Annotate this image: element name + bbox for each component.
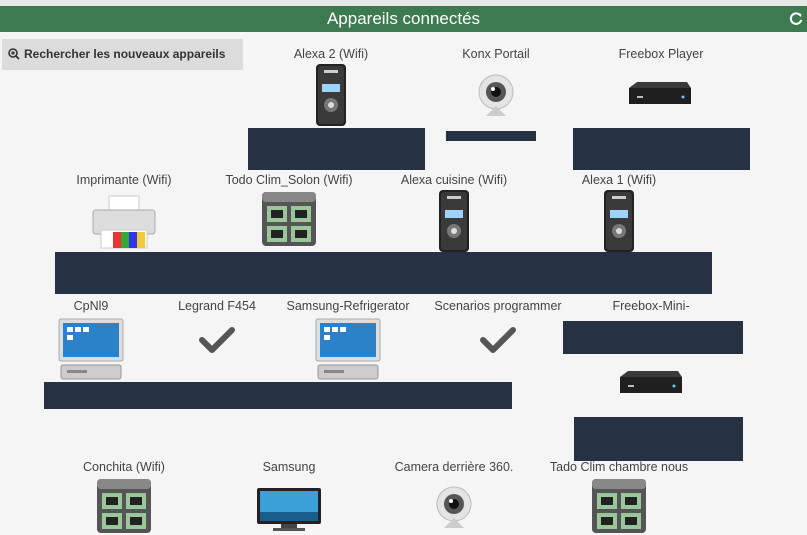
checkmark-icon[interactable]: [199, 325, 235, 355]
device-label[interactable]: Alexa cuisine (Wifi): [400, 173, 508, 187]
page-title: Appareils connectés: [326, 9, 481, 28]
device-label[interactable]: Alexa 2 (Wifi): [293, 47, 369, 61]
device-label[interactable]: Tado Clim chambre nous: [549, 460, 689, 474]
panel-header: Appareils connectés: [0, 6, 807, 32]
computer-icon[interactable]: [314, 317, 382, 381]
redaction-block: [248, 128, 425, 170]
redaction-block: [573, 128, 750, 170]
device-label[interactable]: Freebox Player: [618, 47, 704, 61]
tv-icon[interactable]: [255, 486, 323, 532]
redaction-block: [574, 417, 743, 461]
network-switch-icon[interactable]: [260, 190, 318, 248]
device-label[interactable]: Samsung: [262, 460, 316, 474]
speaker-icon[interactable]: [602, 188, 636, 254]
set-top-box-icon[interactable]: [618, 365, 684, 401]
redaction-block: [44, 382, 512, 409]
scan-new-devices-button[interactable]: Rechercher les nouveaux appareils: [2, 39, 243, 70]
device-label[interactable]: Imprimante (Wifi): [76, 173, 172, 187]
printer-icon[interactable]: [91, 194, 157, 250]
device-label[interactable]: Legrand F454: [178, 299, 256, 313]
device-label[interactable]: Freebox-Mini-: [612, 299, 690, 313]
checkmark-icon[interactable]: [480, 325, 516, 355]
network-switch-icon[interactable]: [95, 477, 153, 535]
redaction-block: [446, 131, 536, 141]
device-label[interactable]: Scenarios programmer: [434, 299, 562, 313]
device-label[interactable]: CpNl9: [73, 299, 109, 313]
search-plus-icon: [8, 48, 20, 60]
scan-button-label: Rechercher les nouveaux appareils: [24, 47, 226, 61]
device-label[interactable]: Todo Clim_Solon (Wifi): [225, 173, 353, 187]
device-label[interactable]: Konx Portail: [462, 47, 530, 61]
webcam-icon[interactable]: [431, 484, 477, 530]
refresh-icon[interactable]: [789, 12, 803, 26]
speaker-icon[interactable]: [437, 188, 471, 254]
device-label[interactable]: Samsung-Refrigerator: [286, 299, 410, 313]
device-label[interactable]: Conchita (Wifi): [83, 460, 165, 474]
device-label[interactable]: Alexa 1 (Wifi): [581, 173, 657, 187]
redaction-block: [563, 321, 743, 354]
network-switch-icon[interactable]: [590, 477, 648, 535]
speaker-icon[interactable]: [314, 62, 348, 128]
webcam-icon[interactable]: [473, 72, 519, 118]
top-strip: [0, 0, 807, 6]
set-top-box-icon[interactable]: [627, 80, 693, 108]
device-label[interactable]: Camera derrière 360.: [394, 460, 514, 474]
redaction-block: [55, 252, 712, 294]
computer-icon[interactable]: [57, 317, 125, 381]
